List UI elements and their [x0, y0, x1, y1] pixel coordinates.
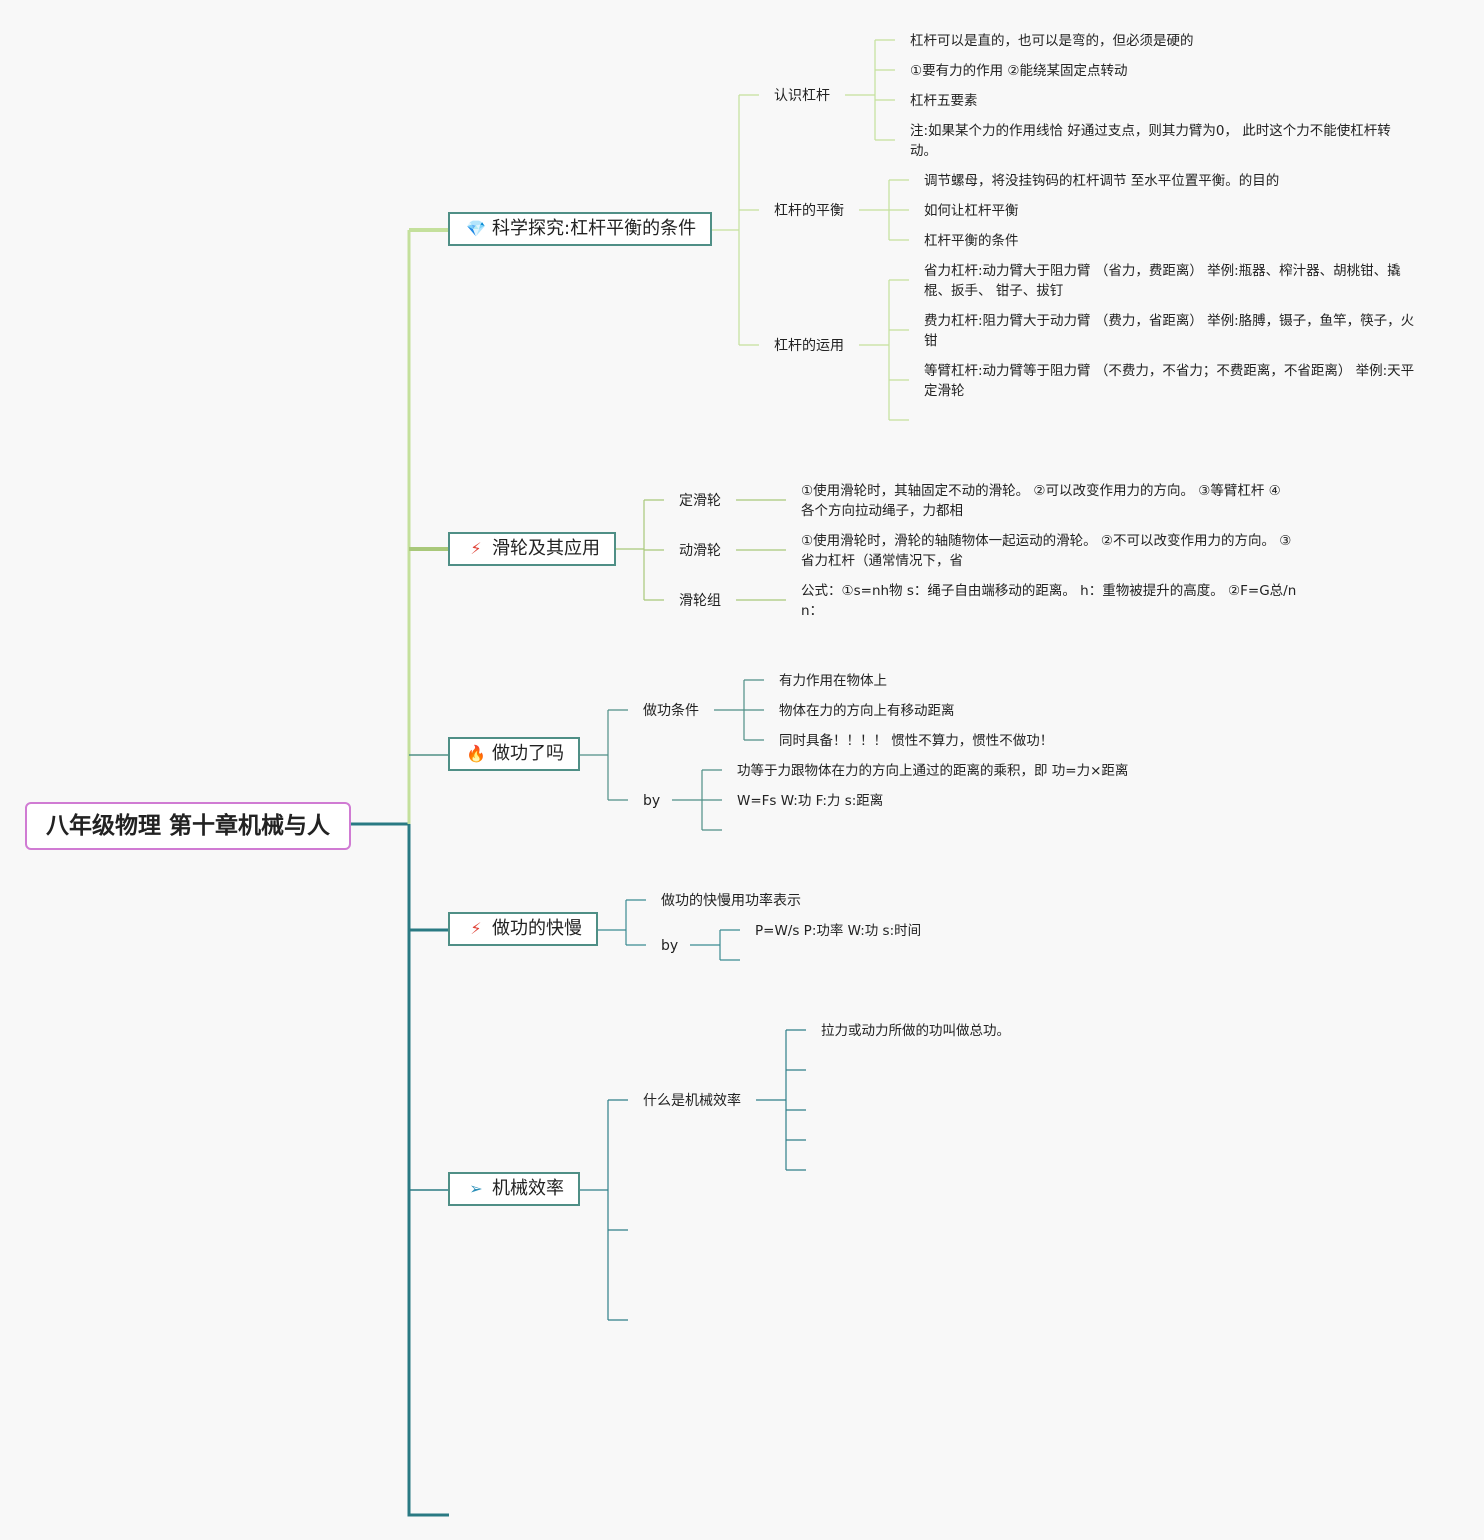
trunk-lower	[407, 824, 449, 1517]
subtopic-lever-balance[interactable]: 杠杆的平衡	[774, 203, 844, 219]
leaf-pulley-block[interactable]: 公式：①s=nh物 s：绳子自由端移动的距离。 h：重物被提升的高度。 ②F=G…	[801, 583, 1297, 619]
topic-pulley[interactable]: ⚡ 滑轮及其应用	[448, 532, 616, 566]
topic-label: 科学探究:杠杆平衡的条件	[492, 218, 697, 239]
branch-1-tree	[709, 94, 759, 346]
topic-lever-balance[interactable]: 💎 科学探究:杠杆平衡的条件	[448, 212, 713, 246]
branch-2-tree	[614, 499, 664, 601]
subtopic-power-def[interactable]: 做功的快慢用功率表示	[661, 893, 801, 909]
leaf-lever-2[interactable]: ①要有力的作用 ②能绕某固定点转动	[910, 63, 1128, 79]
leaf-lever-3[interactable]: 杠杆五要素	[910, 93, 978, 109]
sparkle-icon: ⚡	[470, 919, 482, 938]
leaf-total-work[interactable]: 拉力或动力所做的功叫做总功。	[821, 1023, 1010, 1039]
work-cond-tree	[714, 679, 764, 741]
topic-label: 做功了吗	[492, 743, 564, 764]
leaf-balance-2[interactable]: 如何让杠杆平衡	[924, 203, 1019, 219]
leaf-work-cond-1[interactable]: 有力作用在物体上	[779, 673, 887, 689]
root-topic[interactable]: 八年级物理 第十章机械与人	[25, 802, 351, 850]
topic-label: 做功的快慢	[492, 918, 582, 939]
topic-label: 机械效率	[492, 1178, 564, 1199]
send-icon: ➢	[469, 1179, 483, 1198]
leaf-fixed-pulley[interactable]: ①使用滑轮时，其轴固定不动的滑轮。 ②可以改变作用力的方向。 ③等臂杠杆 ④各个…	[801, 483, 1281, 519]
branch-3-tree	[578, 709, 628, 801]
leaf-balance-1[interactable]: 调节螺母，将没挂钩码的杠杆调节 至水平位置平衡。的目的	[924, 173, 1280, 189]
subtopic-power-by[interactable]: by	[661, 938, 679, 954]
topic-label: 滑轮及其应用	[492, 538, 600, 559]
topic-work[interactable]: 🔥 做功了吗	[448, 737, 580, 771]
topic-power[interactable]: ⚡ 做功的快慢	[448, 912, 598, 946]
leaf-use-2[interactable]: 费力杠杆:阻力臂大于动力臂 （费力，省距离） 举例:胳膊，镊子，鱼竿，筷子，火钳	[924, 313, 1415, 349]
leaf-lever-1[interactable]: 杠杆可以是直的，也可以是弯的，但必须是硬的	[910, 33, 1194, 49]
efficiency-tree	[756, 1029, 806, 1171]
topic-efficiency[interactable]: ➢ 机械效率	[448, 1172, 580, 1206]
leaf-work-formula[interactable]: W=Fs W:功 F:力 s:距离	[737, 793, 884, 809]
subtopic-pulley-block[interactable]: 滑轮组	[679, 593, 721, 609]
leaf-lever-4[interactable]: 注:如果某个力的作用线恰 好通过支点，则其力臂为0， 此时这个力不能使杠杆转动。	[910, 123, 1391, 159]
subtopic-movable-pulley[interactable]: 动滑轮	[679, 543, 721, 559]
subtopic-fixed-pulley[interactable]: 定滑轮	[679, 493, 721, 509]
subtopic-efficiency-def[interactable]: 什么是机械效率	[643, 1093, 741, 1109]
leaf-work-cond-3[interactable]: 同时具备！！！！ 惯性不算力，惯性不做功！	[779, 733, 1054, 749]
leaf-use-1[interactable]: 省力杠杆:动力臂大于阻力臂 （省力，费距离） 举例:瓶器、榨汁器、胡桃钳、撬棍、…	[924, 263, 1401, 299]
subtopic-work-by[interactable]: by	[643, 793, 661, 809]
subtopic-lever-use[interactable]: 杠杆的运用	[774, 338, 844, 354]
leaf-use-3[interactable]: 等臂杠杆:动力臂等于阻力臂 （不费力，不省力；不费距离，不省距离） 举例:天平 …	[924, 363, 1415, 399]
branch-4-tree	[596, 899, 646, 946]
subtopic-work-condition[interactable]: 做功条件	[643, 703, 699, 719]
balance-tree	[859, 179, 909, 241]
sparkle-icon: ⚡	[470, 539, 482, 558]
use-tree	[859, 279, 909, 421]
leaf-work-def[interactable]: 功等于力跟物体在力的方向上通过的距离的乘积，即 功=力×距离	[737, 763, 1129, 779]
work-by-tree	[672, 769, 722, 831]
leaf-movable-pulley[interactable]: ①使用滑轮时，滑轮的轴随物体一起运动的滑轮。 ②不可以改变作用力的方向。 ③省力…	[801, 533, 1292, 569]
branch-5-tree	[578, 1099, 628, 1321]
pulley-leaves	[736, 499, 786, 601]
leaf-power-formula[interactable]: P=W/s P:功率 W:功 s:时间	[755, 923, 922, 939]
know-lever-tree	[845, 39, 895, 141]
diamond-icon: 💎	[466, 219, 486, 238]
power-by-tree	[690, 929, 740, 961]
fire-icon: 🔥	[466, 744, 486, 763]
leaf-balance-3[interactable]: 杠杆平衡的条件	[924, 233, 1019, 249]
leaf-work-cond-2[interactable]: 物体在力的方向上有移动距离	[779, 703, 955, 719]
subtopic-know-lever[interactable]: 认识杠杆	[774, 88, 830, 104]
